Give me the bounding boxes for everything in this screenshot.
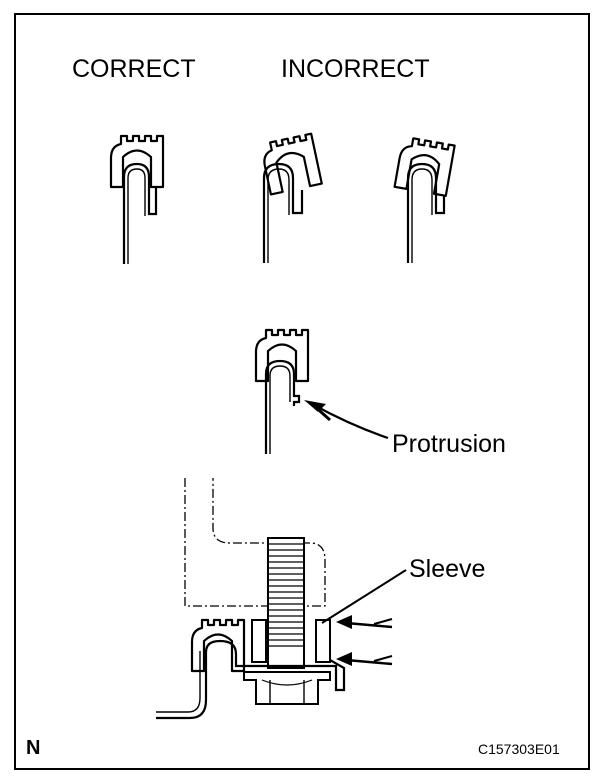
orientation-mark: N [26,737,41,759]
protrusion-clip [254,328,310,454]
incorrect-clip-tilted-left [259,132,323,196]
correct-clip [109,134,165,264]
clip-arrow [336,652,393,666]
incorrect-label: INCORRECT [281,55,430,83]
protrusion-label: Protrusion [392,430,506,458]
sleeve-leader-line [321,569,407,624]
incorrect-clip-tilted-right [393,135,456,197]
correct-label: CORRECT [72,55,196,83]
figure-code: C157303E01 [478,741,560,757]
incorrect-clip-1-wire [262,162,304,263]
incorrect-clip-2-wire [406,162,446,263]
protrusion-arrow [304,400,389,440]
sleeve-arrow [336,615,393,629]
bottom-assembly [156,478,346,720]
sleeve-label: Sleeve [409,555,486,583]
